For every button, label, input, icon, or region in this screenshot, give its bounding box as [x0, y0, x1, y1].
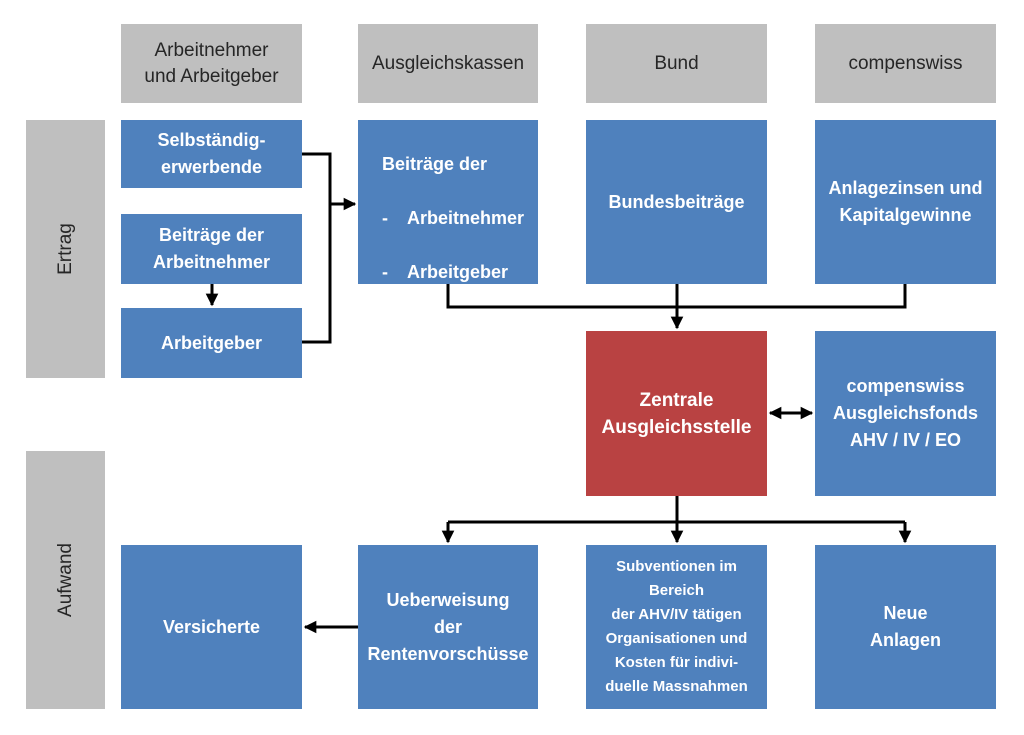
box-new-investments: Neue Anlagen: [815, 545, 996, 709]
header-employees-employers: Arbeitnehmer und Arbeitgeber: [121, 24, 302, 103]
contributions-item: erwerbende: [407, 370, 509, 390]
box-central-compensation-office: Zentrale Ausgleichsstelle: [586, 331, 767, 496]
contributions-item: -Arbeitgeber: [382, 262, 509, 282]
box-employer: Arbeitgeber: [121, 308, 302, 378]
header-compenswiss: compenswiss: [815, 24, 996, 103]
contributions-item: -Arbeitnehmer: [382, 208, 525, 228]
box-investment-income: Anlagezinsen und Kapitalgewinne: [815, 120, 996, 284]
box-employee-contributions: Beiträge der Arbeitnehmer: [121, 214, 302, 284]
box-subsidies: Subventionen im Bereich der AHV/IV tätig…: [586, 545, 767, 709]
contributions-title: Beiträge der: [382, 154, 488, 174]
box-contributions: Beiträge der -Arbeitnehmer -Arbeitgeber …: [358, 120, 538, 390]
contributions-item: -Selbständig-: [382, 316, 516, 336]
header-compensation-funds: Ausgleichskassen: [358, 24, 538, 103]
connector-self-employed-to-contributions: [302, 152, 332, 344]
section-expenditure: Aufwand: [26, 451, 105, 709]
section-income: Ertrag: [26, 120, 105, 378]
box-compenswiss-fund: compenswiss Ausgleichsfonds AHV / IV / E…: [815, 331, 996, 496]
box-insured: Versicherte: [121, 545, 302, 709]
box-federal-contributions: Bundesbeiträge: [586, 120, 767, 284]
header-federal: Bund: [586, 24, 767, 103]
box-pension-transfer: Ueberweisung der Rentenvorschüsse: [358, 545, 538, 709]
box-self-employed: Selbständig- erwerbende: [121, 120, 302, 188]
